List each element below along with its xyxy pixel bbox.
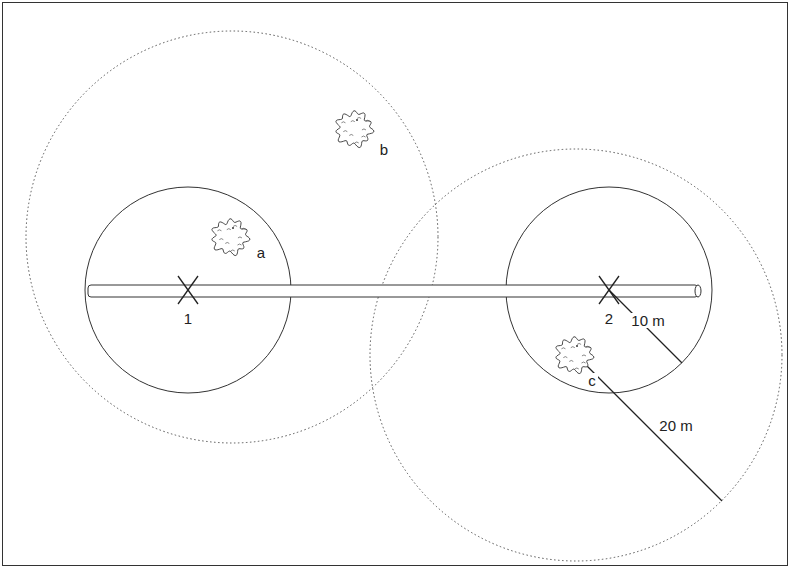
tree-texture (343, 131, 347, 132)
tree-symbol (556, 337, 594, 374)
outer-zone (26, 31, 438, 443)
tree-crown (212, 219, 250, 256)
station-number: 1 (182, 311, 194, 326)
tree-crown (336, 111, 374, 148)
tree-letter: b (378, 142, 390, 157)
tree-texture (242, 228, 246, 229)
tree-texture (231, 250, 235, 251)
tree-center (232, 227, 234, 229)
tree-texture (366, 120, 370, 121)
tree-texture (225, 242, 229, 243)
tree-texture (362, 129, 366, 130)
tree-texture (351, 121, 355, 122)
tree-texture (582, 355, 586, 356)
frame (3, 3, 788, 566)
tree-symbol (212, 219, 250, 256)
tree-letter: c (586, 373, 598, 388)
tree-texture (357, 117, 361, 118)
tree-texture (571, 347, 575, 348)
tree-texture (563, 357, 567, 358)
tree-texture (582, 362, 586, 363)
tree-texture (217, 230, 221, 231)
tree-texture (238, 244, 242, 245)
tree-texture (586, 346, 590, 347)
tree-texture (355, 142, 359, 143)
tree-crown (556, 337, 594, 374)
tree-texture (233, 225, 237, 226)
outer-zone (370, 149, 782, 561)
tree-texture (219, 239, 223, 240)
tree-texture (575, 368, 579, 369)
station-mark (178, 276, 198, 304)
dimension-label: 20 m (657, 418, 694, 433)
tree-texture (561, 348, 565, 349)
pipe-end (695, 285, 701, 297)
dimension-label: 10 m (629, 313, 666, 328)
radius-line (609, 290, 682, 363)
tree-texture (341, 122, 345, 123)
tree-texture (362, 136, 366, 137)
tree-letter: a (255, 245, 267, 260)
station-number: 2 (603, 311, 615, 326)
tree-texture (238, 237, 242, 238)
tree-texture (227, 229, 231, 230)
tree-symbol (336, 111, 374, 148)
tree-texture (349, 134, 353, 135)
radius-line (576, 355, 722, 501)
tree-texture (577, 343, 581, 344)
tree-texture (569, 360, 573, 361)
tree-center (356, 119, 358, 121)
tree-center (576, 345, 578, 347)
